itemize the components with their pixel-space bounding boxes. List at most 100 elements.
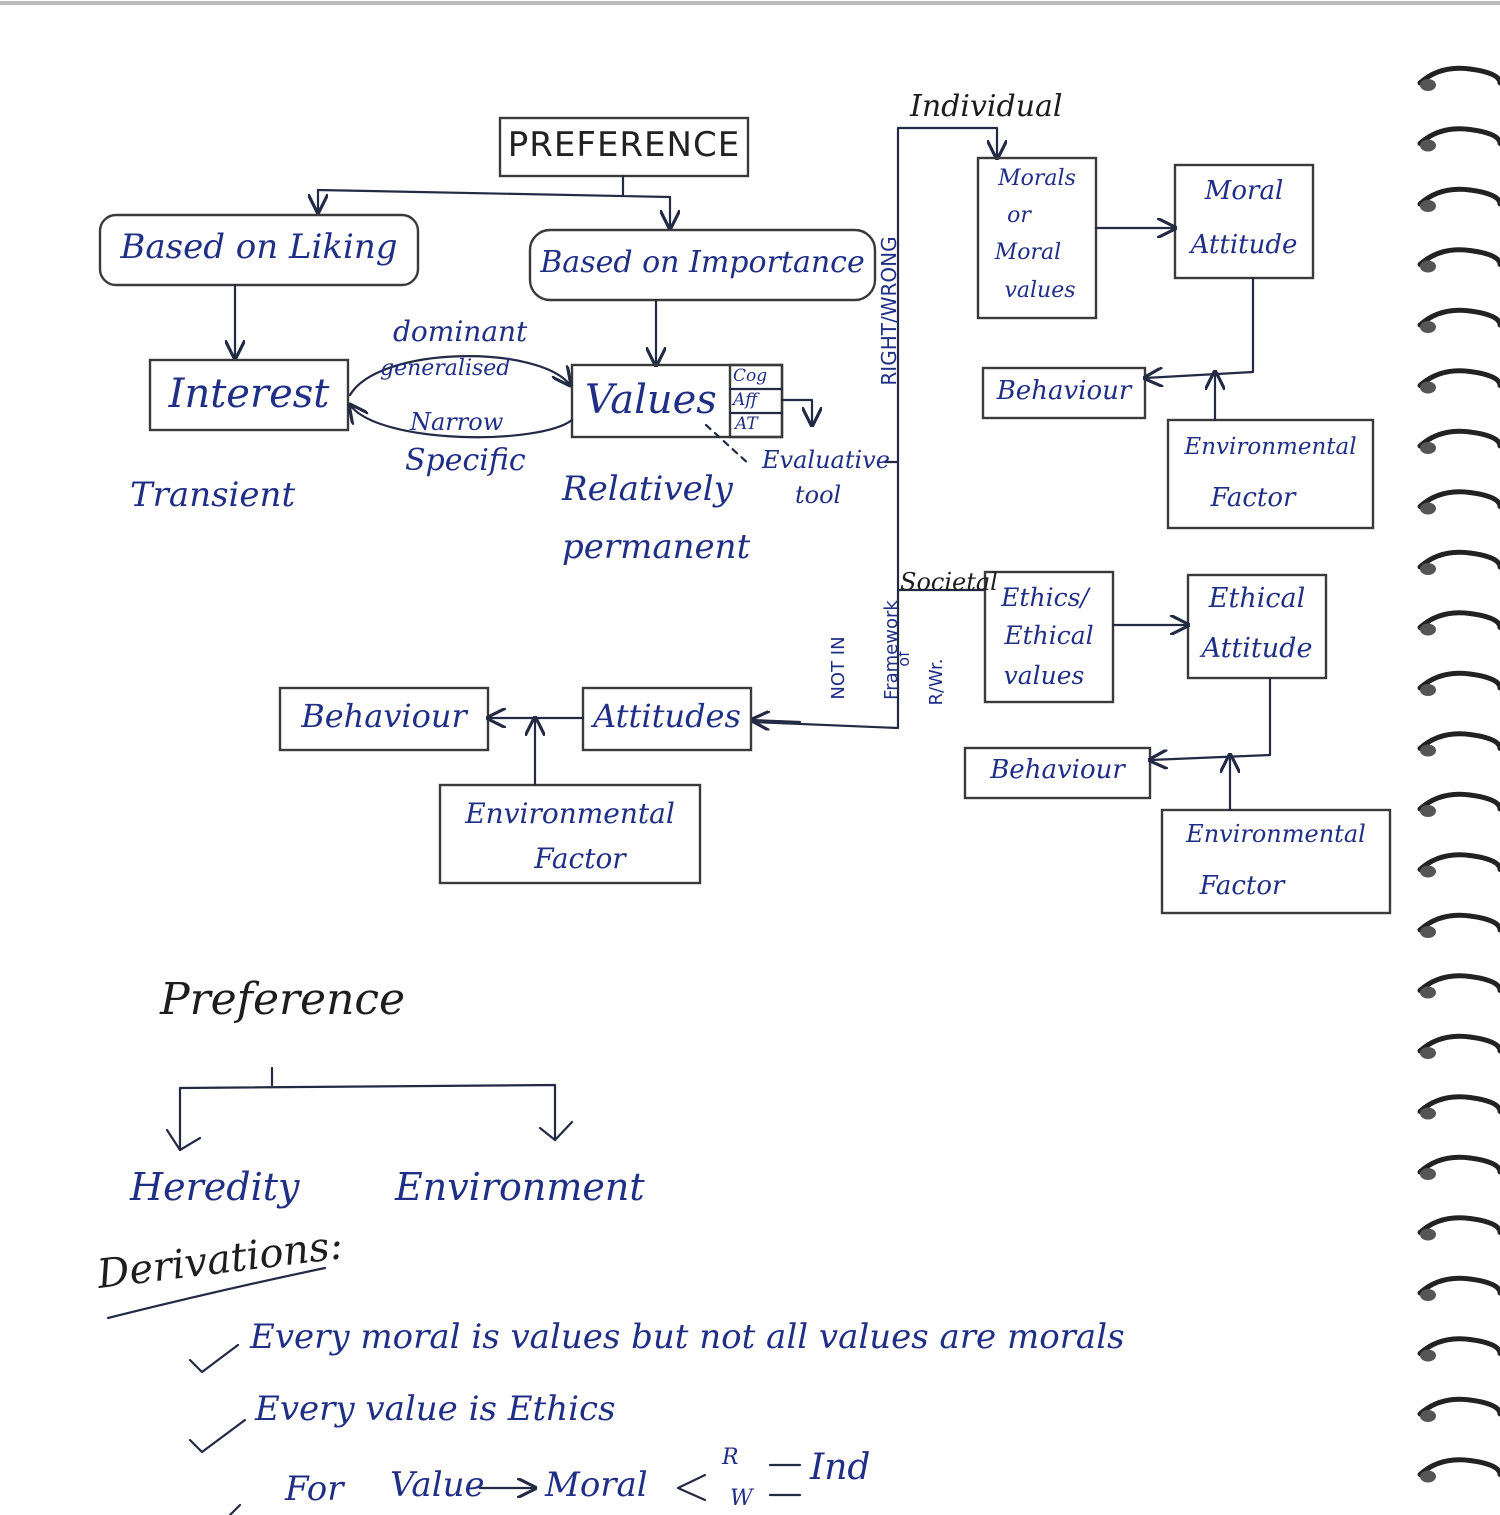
spiral-coil bbox=[1417, 186, 1500, 207]
binding-hole bbox=[1420, 79, 1436, 91]
liking-box bbox=[98, 213, 420, 287]
importance-label: Based on Importance bbox=[540, 245, 865, 280]
binding-hole bbox=[1420, 1289, 1436, 1301]
interest-box bbox=[148, 358, 350, 432]
spiral-coil bbox=[1417, 65, 1500, 86]
binding-hole bbox=[1420, 926, 1436, 938]
spiral-coil bbox=[1417, 791, 1500, 812]
relatively-note: Relatively bbox=[562, 469, 733, 509]
soc-env-line1: Environmental bbox=[1186, 820, 1366, 848]
soc-env-box bbox=[1160, 808, 1392, 915]
binding-hole bbox=[1420, 805, 1436, 817]
notes-arrow-right bbox=[538, 1120, 574, 1142]
binding-hole bbox=[1420, 1047, 1436, 1059]
notes-tree-lines bbox=[178, 1066, 557, 1152]
binding-hole bbox=[1420, 623, 1436, 636]
attitudes-label: Attitudes bbox=[593, 697, 741, 735]
binding-hole bbox=[1420, 200, 1436, 212]
derivation-line-3-moral: Moral bbox=[545, 1465, 648, 1505]
notes-title: Preference bbox=[160, 974, 406, 1025]
binding-hole bbox=[1420, 1107, 1436, 1120]
ethical-attitude-line2: Attitude bbox=[1201, 633, 1313, 664]
binding-hole bbox=[1420, 381, 1436, 394]
branch-bracket bbox=[676, 1473, 707, 1502]
morals-line3: Moral bbox=[994, 240, 1062, 265]
evaluative-dash bbox=[704, 423, 752, 467]
interest-label: Interest bbox=[168, 371, 330, 417]
heredity-label: Heredity bbox=[130, 1165, 300, 1209]
arrow-attitude-to-behaviour bbox=[1145, 276, 1255, 378]
binding-hole bbox=[1420, 563, 1436, 575]
generalised-label: generalised bbox=[380, 356, 511, 381]
binding-hole bbox=[1420, 1470, 1436, 1483]
arrow-to-attitudes bbox=[752, 720, 802, 722]
morals-line2: or bbox=[1007, 203, 1031, 228]
ind-env-line2: Factor bbox=[1210, 483, 1296, 513]
binding-hole bbox=[1420, 1168, 1436, 1180]
soc-env-line2: Factor bbox=[1199, 871, 1285, 901]
binding-hole bbox=[1420, 260, 1436, 273]
main-axis bbox=[750, 126, 900, 730]
components-arrow bbox=[780, 398, 812, 425]
spiral-coil bbox=[1417, 247, 1500, 267]
not-in-label: NOT IN bbox=[828, 636, 849, 700]
spiral-coil bbox=[1417, 1033, 1500, 1054]
ind-behaviour-label: Behaviour bbox=[996, 376, 1132, 406]
spiral-coil bbox=[1417, 1094, 1500, 1114]
importance-box bbox=[528, 228, 877, 302]
binding-hole bbox=[1420, 1410, 1436, 1422]
societal-label: Societal bbox=[900, 568, 998, 596]
narrow-label: Narrow bbox=[410, 408, 504, 436]
preference-label: PREFERENCE bbox=[507, 125, 741, 165]
spiral-coil bbox=[1417, 1457, 1500, 1477]
spiral-coil bbox=[1417, 670, 1500, 691]
spiral-coil bbox=[1417, 1336, 1500, 1356]
component-at: AT bbox=[735, 414, 758, 434]
arrow-to-morals bbox=[896, 126, 997, 158]
permanent-note: permanent bbox=[562, 527, 751, 567]
spiral-coil bbox=[1417, 428, 1500, 449]
spiral-coil bbox=[1417, 912, 1500, 933]
notes-arrow-left bbox=[165, 1128, 202, 1152]
binding-hole bbox=[1420, 865, 1436, 878]
ethics-line1: Ethics/ bbox=[1001, 583, 1089, 612]
ind-behaviour-box bbox=[981, 366, 1147, 420]
arrow-values-to-interest bbox=[350, 405, 574, 439]
dominant-label: dominant bbox=[393, 315, 528, 348]
transient-note: Transient bbox=[130, 475, 296, 515]
binding-hole bbox=[1420, 986, 1436, 999]
derivation-line-3-r: R bbox=[722, 1445, 739, 1470]
derivations-underline bbox=[106, 1266, 327, 1320]
arrow-interest-to-values bbox=[348, 355, 570, 397]
binding-hole bbox=[1420, 744, 1436, 757]
ethics-line2: Ethical bbox=[1004, 621, 1094, 650]
preference-split-line bbox=[316, 174, 672, 199]
derivation-line-3-value: Value bbox=[390, 1465, 485, 1505]
ethics-box bbox=[983, 570, 1115, 704]
derivation-line-2: Every value is Ethics bbox=[255, 1389, 616, 1429]
of-label: of bbox=[894, 651, 913, 667]
arrow-ethical-to-behaviour bbox=[1150, 676, 1272, 760]
ethical-attitude-line1: Ethical bbox=[1208, 583, 1306, 614]
bottom-env-line1: Environmental bbox=[465, 797, 675, 830]
spiral-coil bbox=[1417, 731, 1500, 751]
check-2 bbox=[188, 1418, 247, 1454]
morals-box bbox=[976, 156, 1098, 320]
spiral-binding bbox=[1417, 65, 1500, 1483]
component-aff: Aff bbox=[733, 390, 758, 410]
spiral-coil bbox=[1417, 549, 1500, 570]
moral-attitude-line2: Attitude bbox=[1190, 230, 1298, 260]
spiral-coil bbox=[1417, 1275, 1500, 1296]
ind-env-box bbox=[1166, 418, 1375, 530]
rw-label: R/Wr. bbox=[926, 658, 947, 706]
spiral-coil bbox=[1417, 126, 1500, 146]
liking-label: Based on Liking bbox=[120, 227, 398, 267]
spiral-coil bbox=[1417, 973, 1500, 993]
derivation-line-3-ind: Ind bbox=[810, 1447, 871, 1488]
binding-hole bbox=[1420, 684, 1436, 696]
bottom-env-box bbox=[438, 783, 702, 885]
binding-hole bbox=[1420, 1228, 1436, 1241]
rw-dashes bbox=[768, 1463, 802, 1497]
environment-label: Environment bbox=[395, 1165, 645, 1209]
